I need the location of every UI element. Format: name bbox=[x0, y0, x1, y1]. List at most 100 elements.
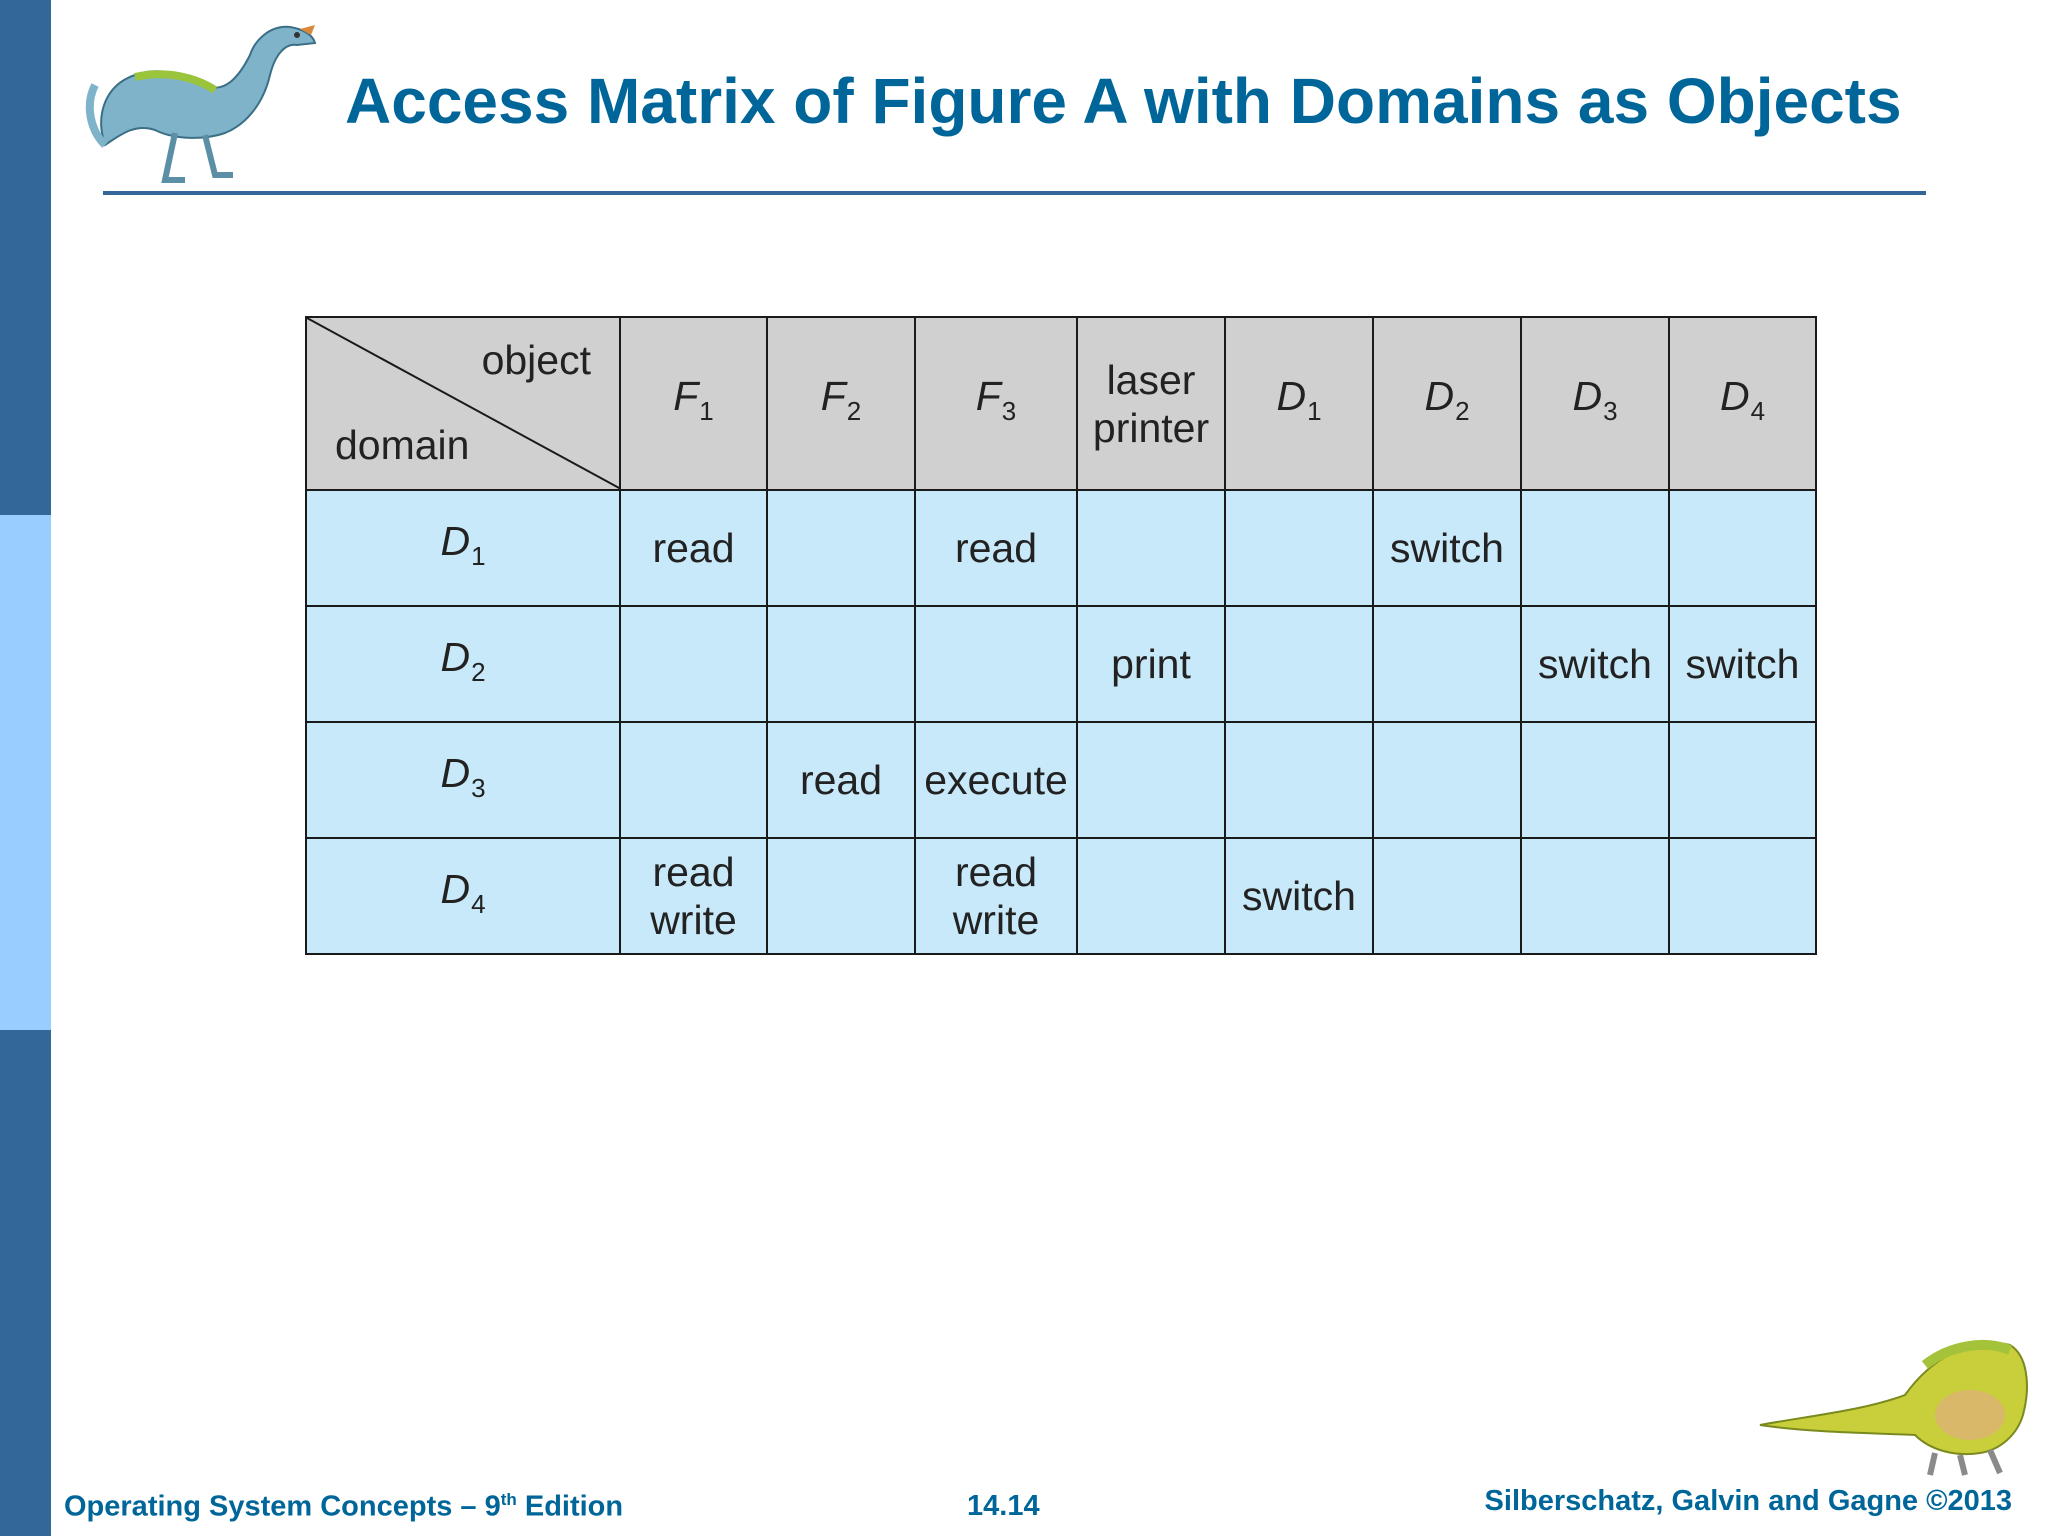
column-header-sub: 1 bbox=[699, 396, 714, 426]
matrix-cell bbox=[1668, 721, 1817, 839]
column-header-f1: F1 bbox=[619, 316, 768, 491]
column-header-sub: 2 bbox=[846, 396, 862, 426]
matrix-cell: switch bbox=[1520, 605, 1670, 723]
cell-right: read bbox=[799, 757, 883, 803]
footer-page-number: 14.14 bbox=[967, 1490, 1040, 1522]
column-header-d1: D1 bbox=[1224, 316, 1374, 491]
matrix-row: D3 read execute bbox=[305, 721, 1817, 839]
matrix-cell bbox=[1076, 837, 1226, 955]
row-header: D4 bbox=[305, 837, 621, 955]
matrix-cell bbox=[619, 721, 768, 839]
column-header-main: F bbox=[673, 373, 699, 419]
column-header-sub: 3 bbox=[1603, 396, 1618, 426]
cell-right: switch bbox=[1685, 641, 1800, 687]
cell-right: read bbox=[954, 525, 1038, 571]
row-header-sub: 2 bbox=[471, 656, 486, 687]
column-header-line: printer bbox=[1092, 404, 1210, 451]
row-header-main: D bbox=[440, 749, 471, 796]
cell-right: read bbox=[652, 849, 735, 895]
matrix-cell bbox=[1076, 489, 1226, 607]
matrix-cell: read bbox=[914, 489, 1078, 607]
matrix-cell: execute bbox=[914, 721, 1078, 839]
sidebar-band-top bbox=[0, 0, 51, 515]
footer-book-name: Operating System Concepts – 9 bbox=[64, 1490, 501, 1523]
column-header-f2: F2 bbox=[766, 316, 916, 491]
column-header-main: D bbox=[1424, 373, 1455, 419]
corner-object-label: object bbox=[481, 337, 591, 383]
row-header-sub: 4 bbox=[471, 888, 486, 919]
cell-right: switch bbox=[1242, 873, 1356, 919]
matrix-cell: read bbox=[766, 721, 916, 839]
corner-domain-label: domain bbox=[335, 422, 470, 468]
cell-right: switch bbox=[1390, 525, 1504, 571]
matrix-row: D1 read read switch bbox=[305, 489, 1817, 607]
cell-right: print bbox=[1111, 641, 1191, 687]
matrix-cell bbox=[1520, 489, 1670, 607]
column-header-main: D bbox=[1572, 373, 1603, 419]
column-header-f3: F3 bbox=[914, 316, 1078, 491]
column-header-main: D bbox=[1719, 373, 1750, 419]
matrix-cell bbox=[1372, 605, 1522, 723]
cell-right: write bbox=[650, 897, 737, 943]
column-header-sub: 3 bbox=[1001, 396, 1017, 426]
matrix-cell bbox=[1224, 605, 1374, 723]
sidebar-band-bottom bbox=[0, 1030, 51, 1536]
column-header-line: laser bbox=[1106, 356, 1196, 403]
column-header-sub: 1 bbox=[1307, 396, 1322, 426]
footer-copyright: Silberschatz, Galvin and Gagne ©2013 bbox=[1484, 1485, 2012, 1517]
sidebar-band-middle bbox=[0, 515, 51, 1030]
row-header-sub: 1 bbox=[471, 540, 486, 571]
matrix-cell bbox=[1372, 837, 1522, 955]
column-header-main: D bbox=[1276, 373, 1307, 419]
cell-right: execute bbox=[924, 757, 1068, 803]
matrix-cell bbox=[766, 605, 916, 723]
matrix-cell bbox=[619, 605, 768, 723]
column-header-main: F bbox=[820, 373, 846, 419]
matrix-cell: switch bbox=[1372, 489, 1522, 607]
matrix-cell: read bbox=[619, 489, 768, 607]
footer-edition-superscript: th bbox=[500, 1490, 517, 1509]
cell-right: write bbox=[952, 897, 1040, 943]
row-header-sub: 3 bbox=[471, 772, 486, 803]
corner-cell: object domain bbox=[305, 316, 621, 491]
matrix-cell: switch bbox=[1224, 837, 1374, 955]
dinosaur-logo-bottom bbox=[1759, 1340, 2028, 1476]
column-header-sub: 2 bbox=[1455, 396, 1470, 426]
row-header: D3 bbox=[305, 721, 621, 839]
matrix-cell bbox=[1372, 721, 1522, 839]
matrix-cell bbox=[1076, 721, 1226, 839]
cell-right: switch bbox=[1538, 641, 1652, 687]
page-title: Access Matrix of Figure A with Domains a… bbox=[345, 65, 1902, 137]
matrix-cell bbox=[1520, 721, 1670, 839]
matrix-cell bbox=[766, 489, 916, 607]
matrix-cell bbox=[766, 837, 916, 955]
matrix-cell bbox=[1668, 489, 1817, 607]
cell-right: read bbox=[954, 849, 1038, 895]
corner-diagonal bbox=[307, 318, 621, 489]
matrix-cell bbox=[1224, 721, 1374, 839]
row-header: D1 bbox=[305, 489, 621, 607]
matrix-cell: print bbox=[1076, 605, 1226, 723]
matrix-cell bbox=[914, 605, 1078, 723]
title-divider bbox=[103, 191, 1926, 195]
column-header-d2: D2 bbox=[1372, 316, 1522, 491]
matrix-cell bbox=[1668, 837, 1817, 955]
column-header-d4: D4 bbox=[1668, 316, 1817, 491]
row-header-main: D bbox=[440, 517, 471, 564]
cell-right: read bbox=[652, 525, 735, 571]
column-header-d3: D3 bbox=[1520, 316, 1670, 491]
column-header-sub: 4 bbox=[1750, 396, 1766, 426]
dinosaur-logo-top bbox=[85, 25, 317, 183]
matrix-cell: switch bbox=[1668, 605, 1817, 723]
row-header: D2 bbox=[305, 605, 621, 723]
footer-edition-text: Edition bbox=[516, 1490, 624, 1523]
footer-book-title: Operating System Concepts – 9th Edition bbox=[64, 1490, 623, 1524]
matrix-cell bbox=[1224, 489, 1374, 607]
matrix-row: D2 print switch switch bbox=[305, 605, 1817, 723]
